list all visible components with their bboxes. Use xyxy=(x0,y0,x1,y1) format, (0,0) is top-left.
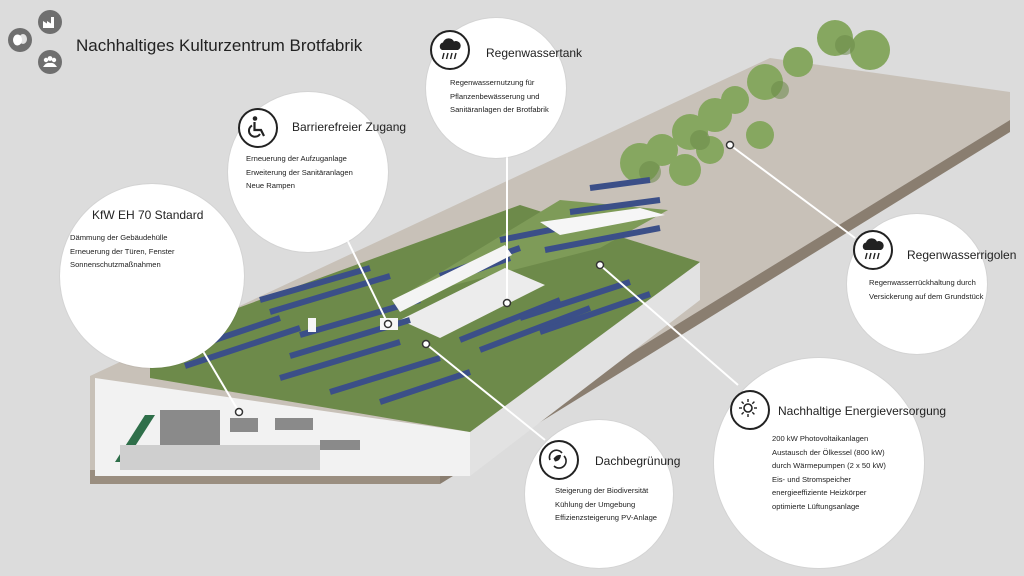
theater-masks-icon xyxy=(8,28,32,52)
rigolen-title: Regenwasserrigolen xyxy=(907,248,1017,262)
courtyard-wing xyxy=(392,245,512,312)
dach-lines: Steigerung der Biodiversität Kühlung der… xyxy=(555,484,657,525)
entrance-plaza xyxy=(120,445,320,470)
barriere-line: Erneuerung der Aufzuganlage xyxy=(246,154,347,163)
regenwassertank-line: Sanitäranlagen der Brotfabrik xyxy=(450,105,549,114)
marker-barriere xyxy=(383,319,393,329)
people-icon xyxy=(38,50,62,74)
rain-cloud-icon xyxy=(853,230,893,270)
marker-rigolen xyxy=(725,140,735,150)
factory-icon xyxy=(38,10,62,34)
kfw-title: KfW EH 70 Standard xyxy=(92,208,204,222)
dach-title: Dachbegrünung xyxy=(595,454,681,468)
energie-title: Nachhaltige Energieversorgung xyxy=(778,404,947,418)
tree-shade xyxy=(639,35,855,183)
barriere-lines: Erneuerung der Aufzuganlage Erweiterung … xyxy=(246,152,353,193)
courtyard xyxy=(400,268,545,338)
regenwassertank-bubble: Regenwassertank Regenwassernutzung für P… xyxy=(426,18,582,158)
recycle-leaf-icon xyxy=(539,440,579,480)
energie-line: Austausch der Ölkessel (800 kW) xyxy=(772,447,885,457)
rigolen-lines: Regenwasserrückhaltung durch Versickerun… xyxy=(869,276,983,303)
rigolen-line: Versickerung auf dem Grundstück xyxy=(869,291,984,301)
marker-energie xyxy=(595,260,605,270)
rain-cloud-icon xyxy=(430,30,470,70)
page-title: Nachhaltiges Kulturzentrum Brotfabrik xyxy=(76,36,363,55)
barriere-line: Erweiterung der Sanitäranlagen xyxy=(246,167,353,177)
barriere-bubble: Barrierefreier Zugang Erneuerung der Auf… xyxy=(228,92,406,252)
kfw-bubble: KfW EH 70 Standard Dämmung der Gebäudehü… xyxy=(60,184,244,368)
energie-line: durch Wärmepumpen (2 x 50 kW) xyxy=(772,461,886,470)
dach-line: Effizienzsteigerung PV-Anlage xyxy=(555,513,658,522)
regenwassertank-line: Pflanzenbewässerung und xyxy=(450,91,540,101)
dach-bubble: Dachbegrünung Steigerung der Biodiversit… xyxy=(525,420,680,568)
barriere-line: Neue Rampen xyxy=(246,181,295,190)
building-side-wall xyxy=(470,262,700,476)
energie-lines: 200 kW Photovoltaikanlagen Austausch der… xyxy=(772,432,886,513)
kfw-lines: Dämmung der Gebäudehülle Erneuerung der … xyxy=(70,231,175,272)
ground-edge xyxy=(440,120,1010,484)
dach-line: Kühlung der Umgebung xyxy=(555,499,636,509)
kfw-line: Erneuerung der Türen, Fenster xyxy=(70,246,175,256)
marker-kfw xyxy=(234,407,244,417)
marker-regenwassertank xyxy=(502,298,512,308)
facade-windows xyxy=(160,410,360,450)
regenwassertank-title: Regenwassertank xyxy=(486,46,583,60)
barriere-title: Barrierefreier Zugang xyxy=(292,120,407,134)
marker-dach xyxy=(421,339,431,349)
energie-line: energieeffiziente Heizkörper xyxy=(772,488,867,497)
wheelchair-icon xyxy=(238,108,278,148)
rigolen-line: Regenwasserrückhaltung durch xyxy=(869,278,976,287)
energie-line: Eis- und Stromspeicher xyxy=(772,474,851,484)
energie-bubble: Nachhaltige Energieversorgung 200 kW Pho… xyxy=(714,358,946,568)
rigolen-bubble: Regenwasserrigolen Regenwasserrückhaltun… xyxy=(847,214,1016,354)
sun-icon xyxy=(730,390,770,430)
kfw-line: Dämmung der Gebäudehülle xyxy=(70,233,168,242)
regenwassertank-lines: Regenwassernutzung für Pflanzenbewässeru… xyxy=(450,76,549,117)
roof-lightband xyxy=(540,208,665,235)
dach-line: Steigerung der Biodiversität xyxy=(555,486,649,495)
energie-line: optimierte Lüftungsanlage xyxy=(772,501,860,511)
regenwassertank-line: Regenwassernutzung für xyxy=(450,78,535,87)
energie-line: 200 kW Photovoltaikanlagen xyxy=(772,434,869,443)
kfw-line: Sonnenschutzmaßnahmen xyxy=(70,260,161,269)
chimney xyxy=(308,318,316,332)
